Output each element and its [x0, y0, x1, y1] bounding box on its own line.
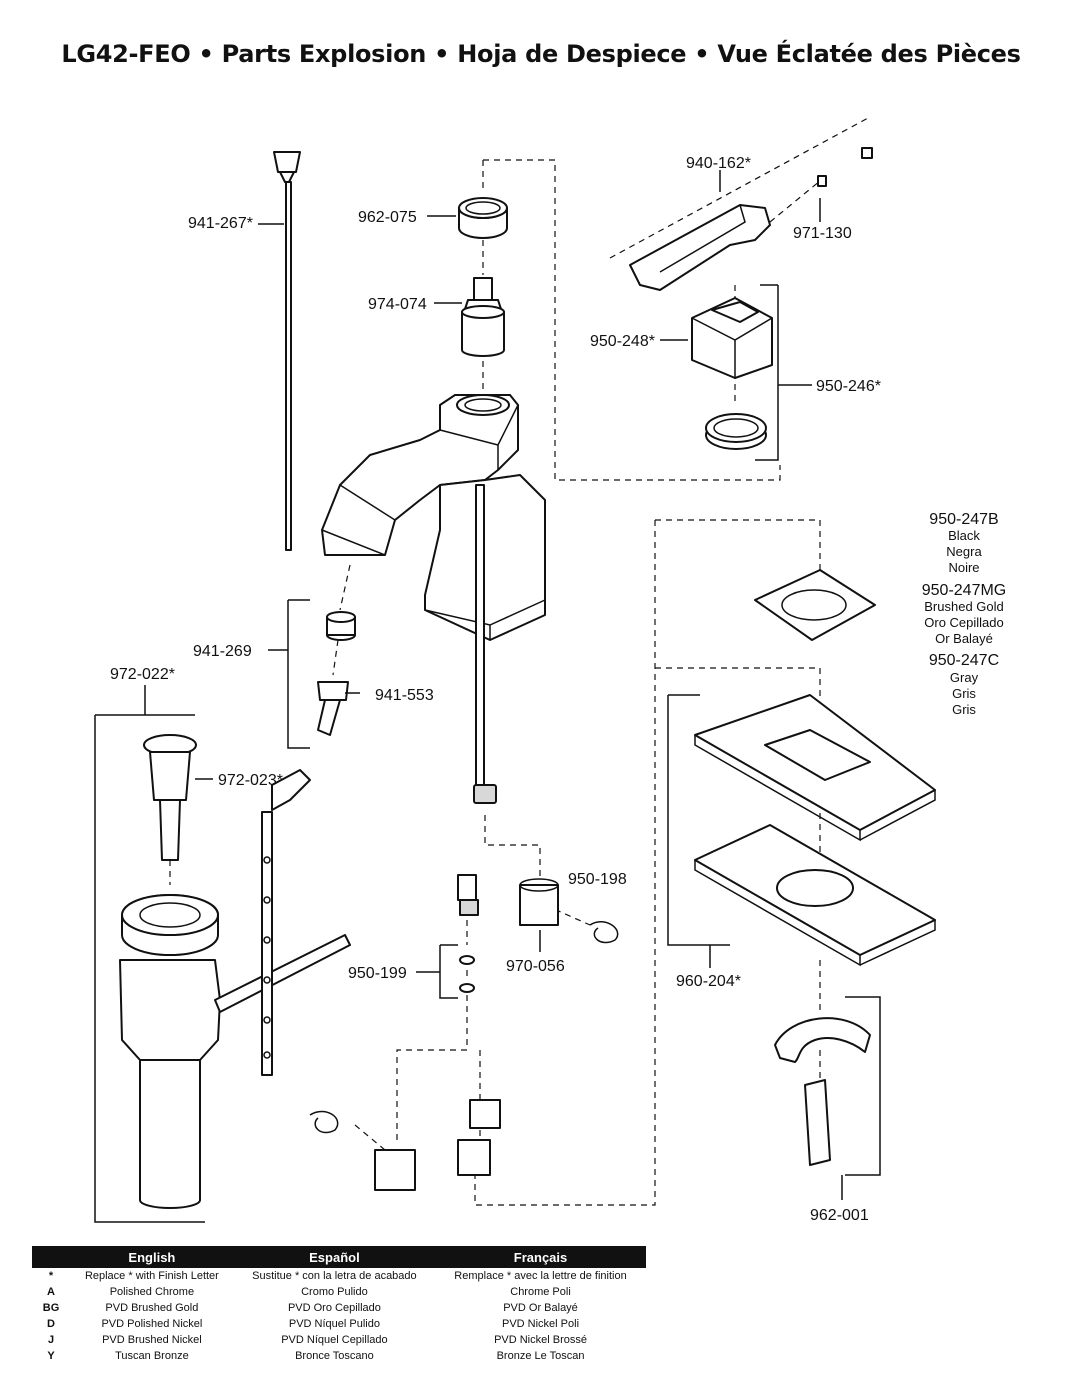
finish-name-en: Gray: [950, 670, 979, 685]
legend-english: PVD Brushed Gold: [105, 1302, 199, 1314]
finish-name-es: Oro Cepillado: [924, 615, 1004, 630]
faucet-body: [321, 394, 546, 804]
legend-header-row: English Español Français: [32, 1246, 646, 1268]
legend-row: BG PVD Brushed Gold PVD Oro Cepillado PV…: [32, 1300, 646, 1316]
label-972-022: 972-022*: [110, 666, 175, 683]
label-940-162: 940-162*: [686, 155, 751, 172]
finish-name-fr: Noire: [948, 560, 979, 575]
label-950-199: 950-199: [348, 965, 407, 982]
legend-english: PVD Brushed Nickel: [102, 1334, 202, 1346]
legend-header-francais: Français: [435, 1246, 646, 1268]
label-941-553: 941-553: [375, 687, 434, 704]
legend-english: Tuscan Bronze: [115, 1350, 189, 1362]
legend-row: J PVD Brushed Nickel PVD Níquel Cepillad…: [32, 1332, 646, 1348]
legend-english: Polished Chrome: [109, 1286, 195, 1298]
legend-header-espanol: Español: [233, 1246, 436, 1268]
legend-code: BG: [42, 1302, 60, 1314]
legend-code: *: [48, 1270, 54, 1282]
mounting-bracket: [774, 1017, 871, 1166]
handle-adapter: [691, 297, 773, 379]
lift-rod: [273, 151, 301, 551]
parts-explosion-diagram: 940-162* 971-130 962-075 941-267* 974-07…: [94, 117, 1007, 1224]
legend-francais: Remplace * avec la lettre de finition: [454, 1270, 627, 1282]
cartridge: [461, 277, 505, 357]
label-950-246: 950-246*: [816, 378, 881, 395]
legend-espanol: Sustitue * con la letra de acabado: [252, 1270, 417, 1282]
legend-francais: PVD Or Balayé: [503, 1302, 578, 1314]
label-941-267: 941-267*: [188, 215, 253, 232]
supply-connectors: [309, 874, 619, 1191]
finish-name-fr: Or Balayé: [935, 631, 993, 646]
retaining-ring: [705, 413, 767, 450]
legend-row: * Replace * with Finish Letter Sustitue …: [32, 1268, 646, 1284]
label-970-056: 970-056: [506, 958, 565, 975]
finish-name-es: Negra: [946, 544, 982, 559]
finish-name-en: Brushed Gold: [924, 599, 1004, 614]
assembly-guide-lines: [169, 117, 869, 1206]
label-960-204: 960-204*: [676, 973, 741, 990]
legend-code: Y: [47, 1350, 55, 1362]
legend-espanol: PVD Níquel Cepillado: [281, 1334, 388, 1346]
callout-brackets: [94, 170, 881, 1223]
legend-espanol: Bronce Toscano: [295, 1350, 374, 1362]
page-title: LG42-FEO • Parts Explosion • Hoja de Des…: [61, 40, 1021, 68]
handle: [629, 147, 873, 291]
label-950-248: 950-248*: [590, 333, 655, 350]
legend-english: PVD Polished Nickel: [101, 1318, 203, 1330]
finish-name-fr: Gris: [952, 702, 976, 717]
legend-english: Replace * with Finish Letter: [84, 1270, 219, 1282]
finish-code-gray: 950-247C: [929, 652, 999, 669]
legend-row: A Polished Chrome Cromo Pulido Chrome Po…: [32, 1284, 646, 1300]
legend-header-code: [32, 1246, 70, 1268]
legend-espanol: PVD Oro Cepillado: [287, 1302, 381, 1314]
label-974-074: 974-074: [368, 296, 427, 313]
label-962-075: 962-075: [358, 209, 417, 226]
legend-espanol: PVD Níquel Pulido: [288, 1318, 380, 1330]
legend-code: A: [47, 1286, 55, 1298]
legend-row: D PVD Polished Nickel PVD Níquel Pulido …: [32, 1316, 646, 1332]
finish-variants: 950-247B Black Negra Noire 950-247MG Bru…: [922, 511, 1007, 717]
label-972-023: 972-023*: [218, 772, 283, 789]
legend-code: J: [47, 1334, 55, 1346]
legend-francais: PVD Nickel Poli: [502, 1318, 580, 1330]
aerator-housing: [458, 197, 508, 239]
finish-name-en: Black: [948, 528, 980, 543]
label-941-269: 941-269: [193, 643, 252, 660]
aerator-insert: [317, 611, 356, 736]
legend-espanol: Cromo Pulido: [301, 1286, 368, 1298]
legend-francais: Chrome Poli: [510, 1286, 571, 1298]
label-971-130: 971-130: [793, 225, 852, 242]
escutcheon-plates: [694, 569, 936, 967]
finish-legend-table: English Español Français * Replace * wit…: [32, 1246, 646, 1364]
legend-francais: Bronze Le Toscan: [496, 1350, 585, 1362]
legend-header-english: English: [70, 1246, 234, 1268]
finish-name-es: Gris: [952, 686, 976, 701]
drain-assembly: [119, 734, 351, 1209]
label-962-001: 962-001: [810, 1207, 869, 1224]
finish-code-brushed-gold: 950-247MG: [922, 582, 1007, 599]
finish-code-black: 950-247B: [929, 511, 998, 528]
legend-francais: PVD Nickel Brossé: [494, 1334, 587, 1346]
label-950-198: 950-198: [568, 871, 627, 888]
legend-row: Y Tuscan Bronze Bronce Toscano Bronze Le…: [32, 1348, 646, 1364]
legend-code: D: [47, 1318, 55, 1330]
